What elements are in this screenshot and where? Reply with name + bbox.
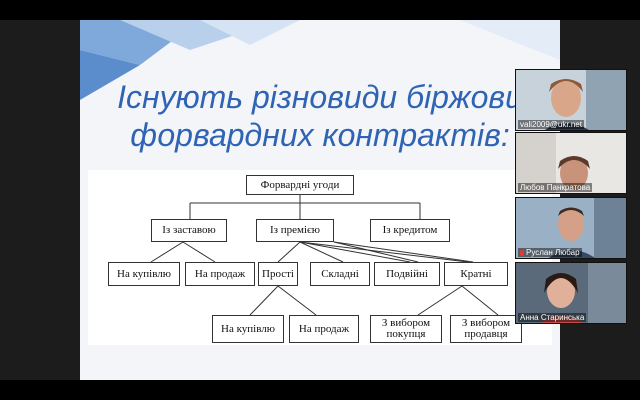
forward-contracts-diagram: Форвардні угоди Із заставою Із премією І… [88,170,552,345]
node-simple-sell: На продаж [289,315,359,343]
node-double: Подвійні [374,262,440,286]
participant-2-name: Любов Панкратова [518,183,593,192]
slide-title-line-1: Існують різновиди біржови [117,79,523,115]
participant-video-1[interactable]: vali2009@ukr.net [515,69,627,131]
node-simple: Прості [258,262,298,286]
participant-4-avatar [516,263,626,323]
slide-title: Існують різновиди біржови форвардних кон… [80,78,560,154]
node-buy: На купівлю [108,262,180,286]
node-multiple: Кратні [444,262,508,286]
participant-3-name-text: Руслан Любар [526,248,580,257]
meeting-top-bar [0,0,640,20]
shared-screen-slide: Існують різновиди біржови форвардних кон… [80,20,560,380]
muted-mic-icon [520,249,524,256]
node-seller-choice: З вибором продавця [450,315,522,343]
participant-video-2[interactable]: Любов Панкратова [515,132,627,194]
node-buyer-choice: З вибором покупця [370,315,442,343]
participant-video-4[interactable]: Анна Старинська [515,262,627,324]
node-with-collateral: Із заставою [151,219,227,242]
participant-2-avatar [516,133,626,193]
node-forward-deals: Форвардні угоди [246,175,354,195]
node-with-credit: Із кредитом [370,219,450,242]
participant-3-avatar [516,198,626,258]
diagram-connectors [150,195,499,316]
node-simple-buy: На купівлю [212,315,284,343]
participant-1-avatar [516,70,626,130]
participant-1-name: vali2009@ukr.net [518,120,584,129]
node-sell: На продаж [185,262,255,286]
meeting-bottom-bar [0,380,640,400]
node-with-premium: Із премією [256,219,334,242]
slide-decoration [80,20,560,100]
slide-title-line-2: форвардних контрактів: [130,117,510,153]
participant-video-3[interactable]: Руслан Любар [515,197,627,259]
node-complex: Складні [310,262,370,286]
participant-4-name: Анна Старинська [518,313,587,322]
participant-3-name: Руслан Любар [518,248,582,257]
